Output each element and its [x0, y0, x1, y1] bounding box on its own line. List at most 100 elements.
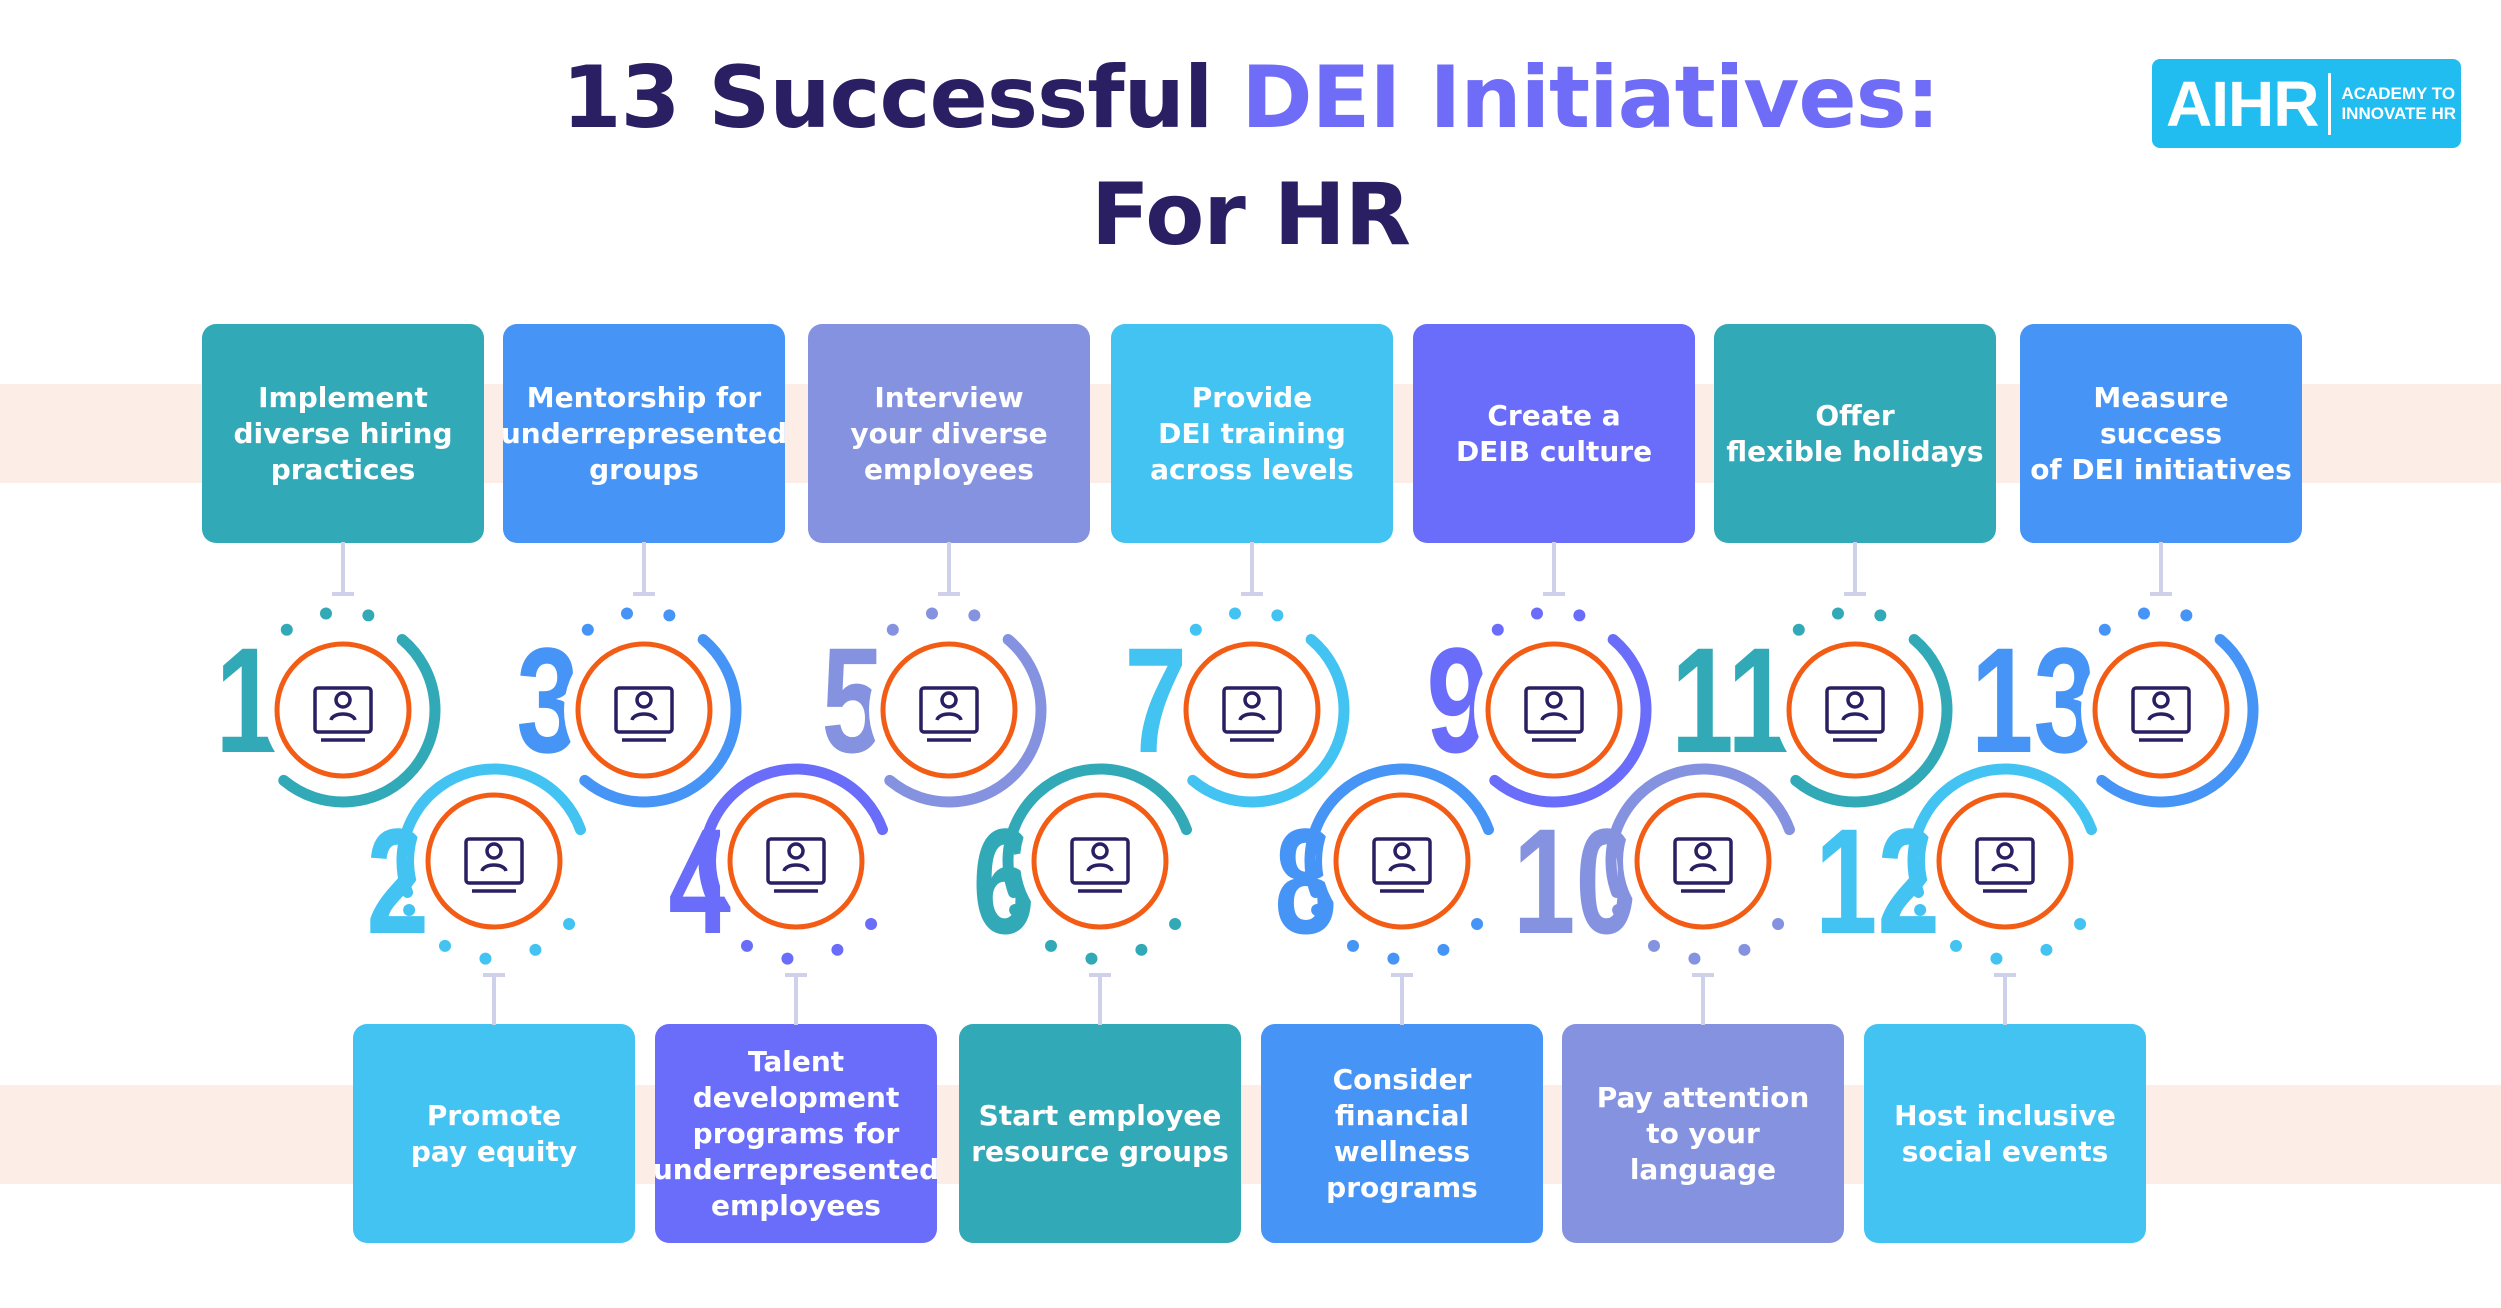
step-circle-4 — [698, 763, 894, 965]
decor-dot — [865, 917, 878, 930]
speech-icon — [1673, 837, 1733, 893]
decor-dot — [2137, 607, 2150, 620]
decor-dot — [2040, 943, 2053, 956]
decor-dot — [1738, 943, 1751, 956]
decor-dot — [1169, 917, 1182, 930]
decor-dot — [1135, 943, 1148, 956]
connector-cap — [1994, 973, 2016, 977]
connector-cap — [785, 973, 807, 977]
decor-dot — [479, 952, 492, 965]
connector-cap — [938, 592, 960, 596]
decor-dot — [1271, 609, 1284, 622]
initiative-card-5: Interview your diverse employees — [808, 324, 1090, 543]
step-circle-7 — [1154, 607, 1350, 808]
progress-arc — [1304, 763, 1500, 959]
step-number-11: 11 — [1671, 616, 1790, 784]
step-circle-3 — [546, 607, 742, 808]
training-icon — [1222, 686, 1282, 742]
step-circle-11 — [1757, 607, 1953, 808]
initiative-card-7: Provide DEI training across levels — [1111, 324, 1393, 543]
decor-dot — [2098, 623, 2111, 636]
connector-line — [1098, 975, 1102, 1025]
connector-cap — [2150, 592, 2172, 596]
decor-dot — [2180, 609, 2193, 622]
decor-dot — [1437, 943, 1450, 956]
progress-arc — [1154, 612, 1350, 808]
decor-dot — [1471, 917, 1484, 930]
presentation-icon — [2131, 686, 2191, 742]
logo-divider — [2328, 72, 2332, 135]
step-circle-12 — [1907, 763, 2103, 965]
finance-icon — [1372, 837, 1432, 893]
decor-dot — [1874, 609, 1887, 622]
page-title: 13 Successful DEI Initiatives: — [0, 48, 2501, 148]
progress-arc — [396, 763, 592, 959]
decor-dot — [831, 943, 844, 956]
decor-dot — [1347, 939, 1359, 952]
decor-dot — [529, 943, 542, 956]
meeting-icon — [1975, 837, 2035, 893]
page-subtitle: For HR — [1091, 165, 1411, 265]
decor-dot — [1085, 952, 1098, 965]
decor-dot — [1009, 904, 1022, 916]
progress-arc — [1605, 763, 1801, 959]
decor-dot — [1831, 607, 1844, 620]
step-circle-8 — [1304, 763, 1500, 965]
title-highlight: DEI Initiatives: — [1241, 48, 1940, 148]
decor-dot — [1688, 952, 1701, 965]
logo-tagline-2: INNOVATE HR — [2341, 103, 2457, 123]
ideas-icon — [766, 837, 826, 893]
initiative-card-10: Pay attention to your language — [1562, 1024, 1844, 1243]
decor-dot — [362, 609, 375, 622]
initiative-card-4: Talent development programs for underrep… — [653, 1024, 939, 1243]
decor-dot — [319, 607, 332, 620]
connector-line — [341, 542, 345, 592]
connector-line — [794, 975, 798, 1025]
initiative-card-6: Start employee resource groups — [959, 1024, 1241, 1243]
connector-line — [1701, 975, 1705, 1025]
progress-arc — [851, 612, 1047, 808]
initiative-card-2: Promote pay equity — [353, 1024, 635, 1243]
connector-line — [1250, 542, 1254, 592]
progress-arc — [2063, 612, 2259, 808]
decor-dot — [280, 623, 293, 636]
decor-dot — [1189, 623, 1202, 636]
step-circle-2 — [396, 763, 592, 965]
decor-dot — [1387, 952, 1400, 965]
decor-dot — [1648, 939, 1660, 952]
connector-cap — [483, 973, 505, 977]
money-gift-icon — [464, 837, 524, 893]
decor-dot — [781, 952, 794, 965]
decor-dot — [581, 623, 594, 636]
step-circle-5 — [851, 607, 1047, 808]
decor-dot — [1612, 904, 1625, 916]
progress-arc — [1456, 612, 1652, 808]
decor-dot — [1792, 623, 1805, 636]
connector-cap — [1391, 973, 1413, 977]
progress-arc — [1757, 612, 1953, 808]
decor-dot — [705, 904, 718, 916]
decor-dot — [1045, 939, 1057, 952]
initiative-card-11: Offer flexible holidays — [1714, 324, 1996, 543]
calendar-icon — [1825, 686, 1885, 742]
decor-dot — [2074, 917, 2087, 930]
interview-icon — [919, 686, 979, 742]
decor-dot — [925, 607, 938, 620]
decor-dot — [439, 939, 451, 952]
connector-line — [1400, 975, 1404, 1025]
decor-dot — [1772, 917, 1785, 930]
progress-arc — [698, 763, 894, 959]
connector-line — [2159, 542, 2163, 592]
connector-line — [1552, 542, 1556, 592]
mentor-icon — [614, 686, 674, 742]
connector-line — [642, 542, 646, 592]
decor-dot — [403, 904, 416, 916]
decor-dot — [1311, 904, 1324, 916]
decor-dot — [563, 917, 576, 930]
connector-cap — [1241, 592, 1263, 596]
step-circle-13 — [2063, 607, 2259, 808]
initiative-card-9: Create a DEIB culture — [1413, 324, 1695, 543]
step-circle-6 — [1002, 763, 1198, 965]
step-number-13: 13 — [1970, 616, 2096, 784]
